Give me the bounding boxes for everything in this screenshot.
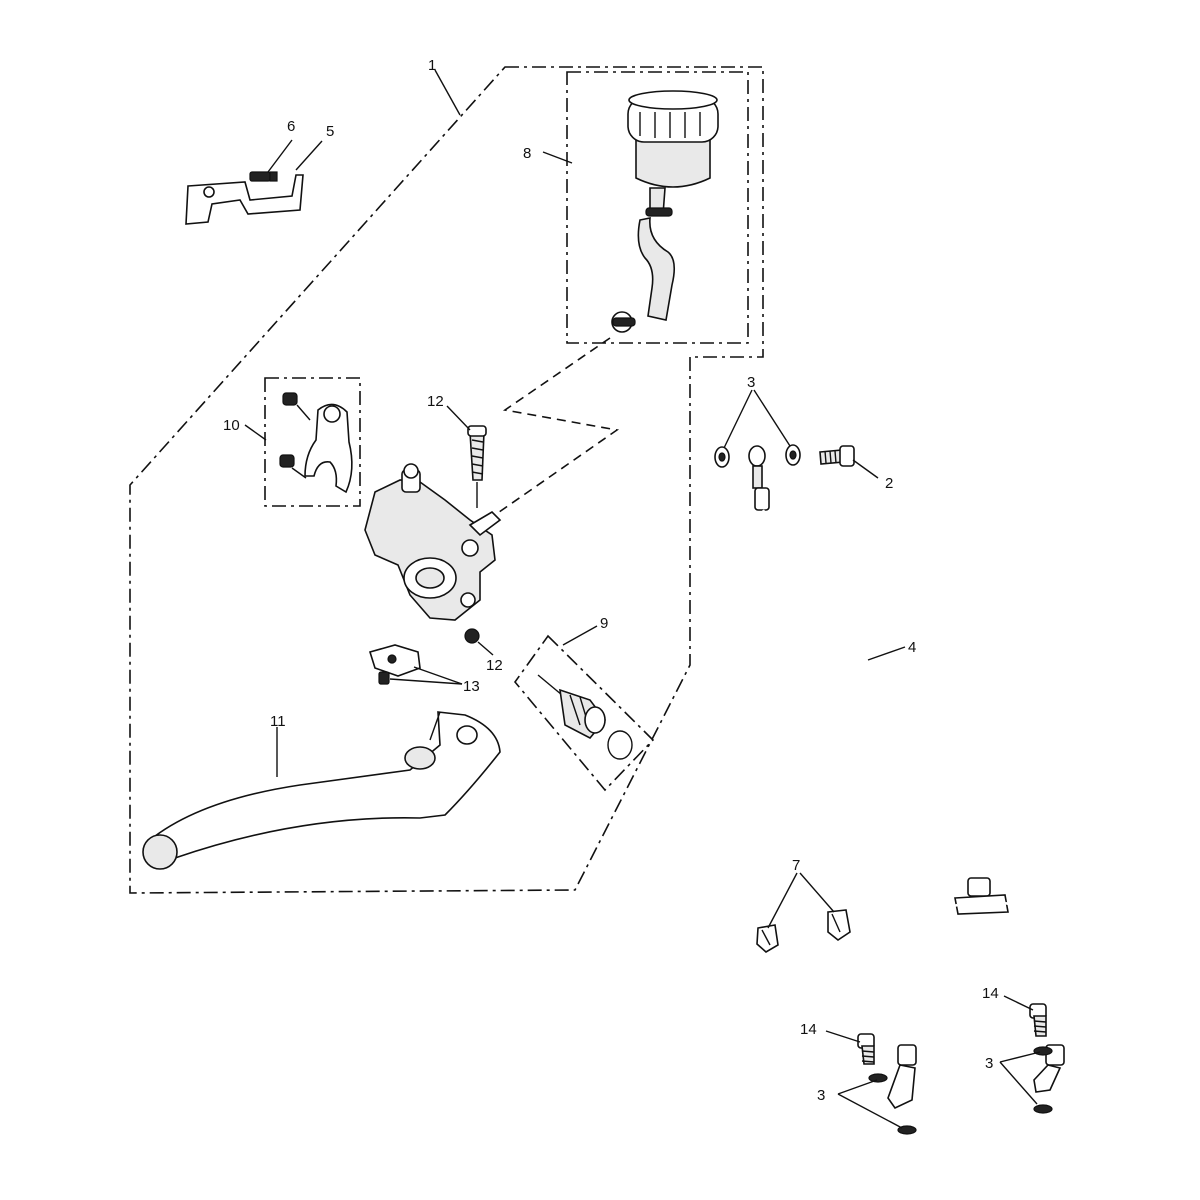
leader-3-right-b bbox=[999, 1061, 1038, 1105]
callout-2: 2 bbox=[885, 475, 893, 492]
callout-3-top: 3 bbox=[747, 374, 755, 391]
callout-3-left: 3 bbox=[817, 1087, 825, 1104]
banjo-bolt-14a bbox=[857, 1033, 875, 1065]
leader-13a bbox=[413, 666, 463, 685]
screw-6 bbox=[249, 171, 278, 182]
bolt-12 bbox=[467, 425, 487, 481]
leader-9 bbox=[562, 625, 598, 646]
leader-12a bbox=[446, 405, 471, 431]
callout-6: 6 bbox=[287, 118, 295, 135]
leader-10a bbox=[296, 404, 311, 421]
callout-12-top: 12 bbox=[427, 393, 444, 410]
leader-12b bbox=[477, 641, 494, 656]
leader-1 bbox=[434, 69, 461, 116]
leader-3-left-a bbox=[837, 1079, 878, 1095]
leader-10b bbox=[291, 467, 307, 479]
washer-3b-hole bbox=[789, 450, 797, 460]
leader-3-top-a bbox=[723, 389, 753, 449]
clamp-boundary-10 bbox=[264, 377, 361, 507]
banjo-bolt-14b bbox=[1029, 1003, 1047, 1037]
bracket-5 bbox=[185, 174, 304, 225]
washer-3a-hole bbox=[718, 452, 726, 462]
washer-3e bbox=[1033, 1046, 1053, 1056]
leader-lines bbox=[244, 69, 1041, 1129]
callout-10: 10 bbox=[223, 417, 240, 434]
leader-7a bbox=[767, 872, 798, 929]
leader-13b bbox=[389, 678, 463, 685]
washer-3f bbox=[1033, 1104, 1053, 1114]
assembly-boundary-1 bbox=[129, 66, 764, 894]
reservoir-8 bbox=[611, 90, 719, 333]
lever-11 bbox=[142, 711, 501, 870]
leader-3-left-b bbox=[837, 1093, 903, 1129]
callout-7: 7 bbox=[792, 857, 800, 874]
leader-5 bbox=[295, 140, 323, 171]
callout-14-left: 14 bbox=[800, 1021, 817, 1038]
piston-kit-9 bbox=[537, 674, 633, 760]
hose-routing-line bbox=[491, 337, 620, 518]
washer-3d bbox=[897, 1125, 917, 1135]
callout-5: 5 bbox=[326, 123, 334, 140]
callout-3-right: 3 bbox=[985, 1055, 993, 1072]
callout-14-right: 14 bbox=[982, 985, 999, 1002]
piston-kit-boundary-9 bbox=[513, 634, 655, 792]
leader-2 bbox=[852, 459, 879, 479]
callout-12-bottom: 12 bbox=[486, 657, 503, 674]
master-cylinder-body bbox=[364, 463, 502, 621]
callout-8: 8 bbox=[523, 145, 531, 162]
banjo-bolt-2 bbox=[819, 445, 855, 467]
nut-12 bbox=[464, 628, 480, 644]
hose-4 bbox=[748, 445, 1071, 1110]
reservoir-boundary-8 bbox=[566, 71, 749, 344]
leader-6 bbox=[267, 139, 293, 173]
clip-7a bbox=[756, 924, 779, 953]
switch-13 bbox=[368, 644, 421, 685]
washer-3c bbox=[868, 1073, 888, 1083]
leader-14b bbox=[1003, 995, 1034, 1011]
callout-4: 4 bbox=[908, 639, 916, 656]
callout-13: 13 bbox=[463, 678, 480, 695]
leader-14a bbox=[825, 1030, 861, 1043]
leader-4 bbox=[867, 646, 906, 661]
clip-7b bbox=[827, 909, 851, 941]
leader-3-top-b bbox=[753, 389, 791, 447]
clamp-10 bbox=[279, 392, 353, 494]
callout-1: 1 bbox=[428, 57, 436, 74]
leader-3-right-a bbox=[999, 1051, 1041, 1063]
callout-9: 9 bbox=[600, 615, 608, 632]
callout-11: 11 bbox=[270, 713, 286, 730]
leader-7b bbox=[799, 872, 835, 913]
leader-10 bbox=[244, 424, 267, 441]
leader-8 bbox=[542, 151, 573, 164]
